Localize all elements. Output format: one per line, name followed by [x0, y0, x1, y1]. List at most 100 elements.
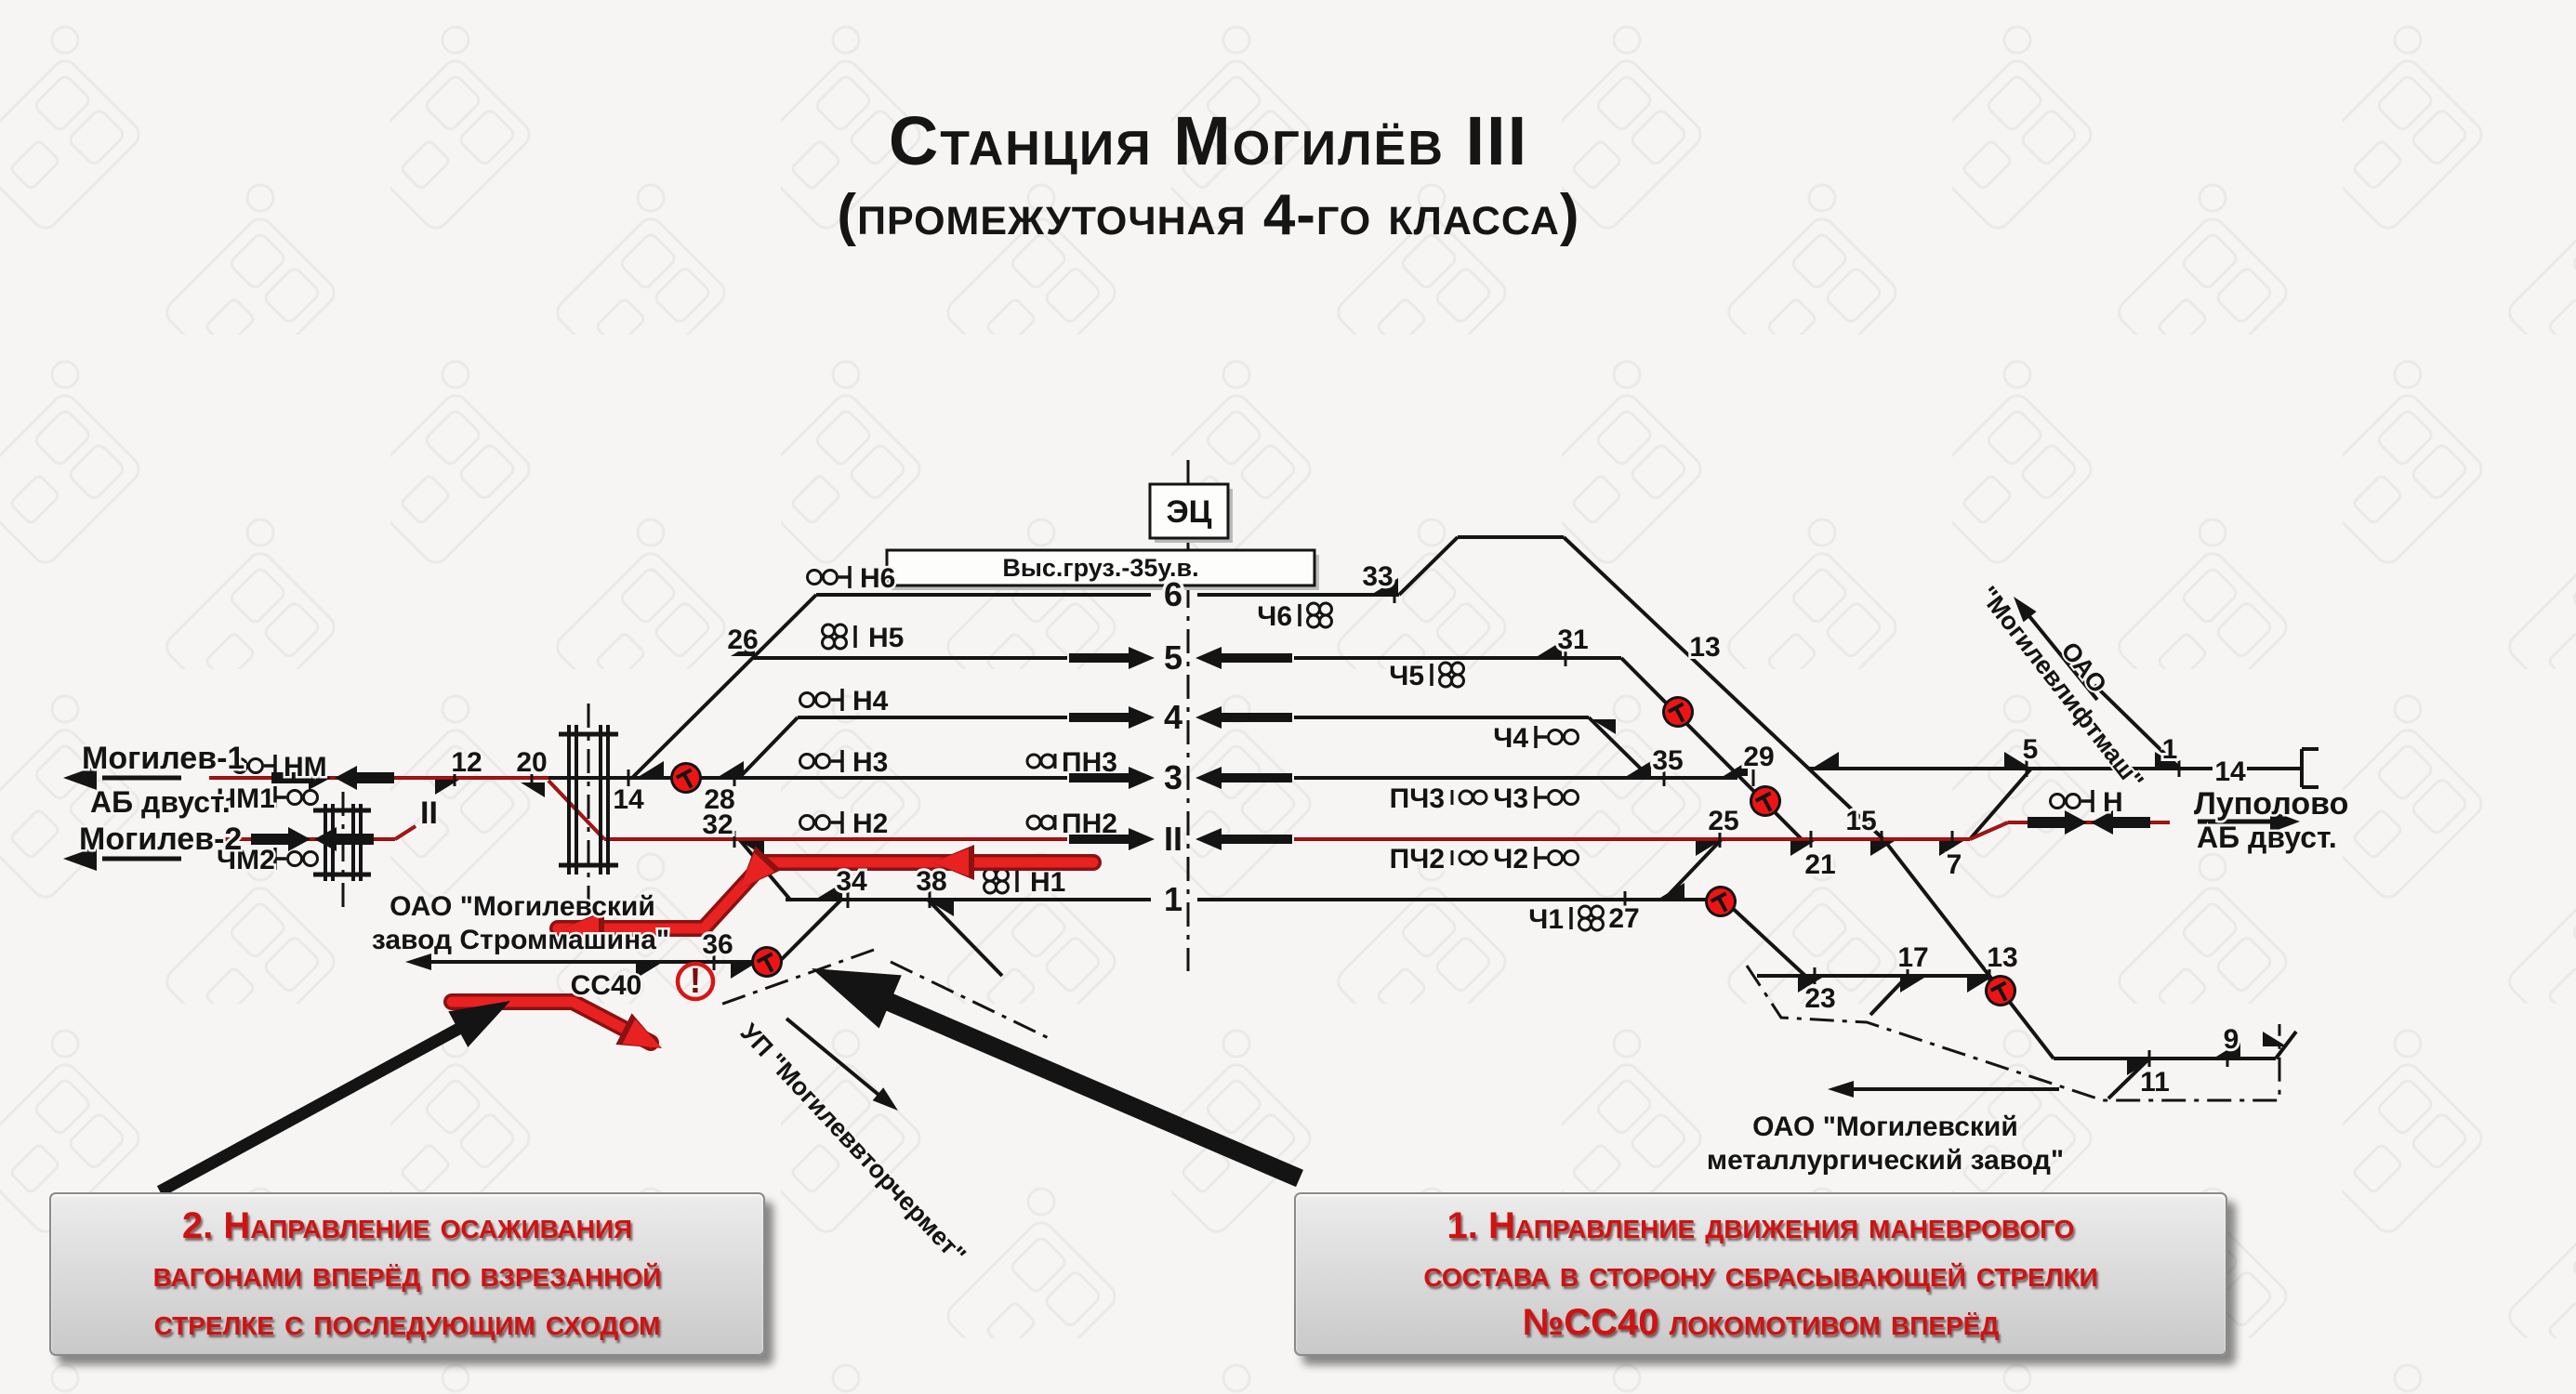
switch-point-triangle: [731, 964, 755, 979]
ec-box: [1148, 482, 1230, 540]
callout1-pointer-head: [812, 968, 902, 1029]
callout1-line2: состава в сторону сбрасывающей стрелки: [1423, 1254, 2098, 1295]
entry-mogilev1-arrow-right: [309, 766, 331, 790]
signal-Н2-label: Н2: [852, 809, 888, 839]
arrow-vtorchermet-head: [872, 1087, 898, 1111]
label-ii: II: [420, 796, 438, 831]
red-ii-kink: [1969, 821, 2009, 841]
signal-Ч4-label: Ч4: [1493, 723, 1528, 754]
boundary-right: [1745, 965, 2281, 1102]
signal-Ч6-lens: [1306, 613, 1321, 629]
callout2-pointer-head: [448, 1001, 510, 1047]
switch-label-32: 32: [702, 809, 733, 840]
insulator-t-stem: [762, 956, 774, 973]
switch-label-34: 34: [836, 866, 867, 897]
entry-mogilev2-bar: [335, 834, 374, 845]
callout1-pointer: [838, 972, 1303, 1188]
track-4-arrow-east: [1220, 713, 1292, 722]
switch-point-triangle: [1660, 883, 1684, 898]
route-1-manevrovyi-head: [622, 1019, 662, 1048]
route-2-osazhivanie-head: [561, 914, 599, 942]
track-5-arrow-west-head: [1129, 647, 1155, 669]
arrow-strommash-head: [405, 953, 431, 970]
signal-Ч4-lens: [1563, 729, 1579, 745]
track-number-1: 1: [1164, 880, 1182, 918]
entry-mogilev1-bar: [355, 772, 394, 783]
diag-track1-23: [1725, 901, 1807, 978]
signal-Н5-lens: [833, 635, 848, 651]
switch-point-triangle: [1967, 978, 1991, 993]
track-number-6: 6: [1164, 575, 1182, 613]
signal-ПН2-lens: [1039, 814, 1056, 831]
switch-point-triangle: [521, 782, 545, 797]
track-4-arrow-west: [1069, 713, 1130, 722]
platform-box: [885, 548, 1316, 587]
track-II-arrow-west-head: [1129, 828, 1155, 850]
diag-38-up: [926, 898, 1004, 978]
signal-ЧМ1-label: ЧМ1: [217, 783, 275, 814]
signal-ПЧ3-lens: [1472, 789, 1488, 806]
diag-28-4: [737, 716, 799, 780]
signal-Н-lens: [2065, 793, 2081, 809]
diag-main-13: [1562, 535, 1885, 841]
diag-35: [1587, 716, 1652, 780]
arrow-mogilev1-head: [63, 766, 97, 790]
signal-Ч5-lens: [1438, 673, 1453, 689]
track-4-arrow-east-head: [1196, 706, 1222, 729]
signal-Н1-lens: [983, 879, 997, 895]
signal-Ч5-label: Ч5: [1389, 661, 1424, 691]
signal-Ч4-lens: [1547, 729, 1564, 745]
switch-label-13: 13: [1987, 942, 2017, 973]
insulator-marker: [751, 946, 783, 978]
insulator-t-top: [1989, 980, 2007, 993]
callout1-line3: №СС40 локомотивом вперёд: [1522, 1302, 2000, 1343]
route-2-osazhivanie-head: [739, 852, 775, 889]
insulator-t-stem: [1716, 896, 1728, 913]
switch-label-36: 36: [702, 929, 733, 960]
label-луполово: Луполово: [2194, 786, 2348, 822]
switch-point-triangle: [1870, 841, 1895, 856]
track-number-II: II: [1164, 820, 1182, 858]
signal-Н6-lens: [806, 569, 823, 585]
signal-Ч5-lens: [1450, 673, 1465, 689]
signal-Ч3-lens: [1547, 789, 1564, 806]
switch-label-28: 28: [704, 784, 734, 815]
switch-point-triangle: [1724, 761, 1748, 776]
signal-Ч1-lens: [1578, 916, 1592, 932]
insulator-marker: [1985, 975, 2016, 1006]
signal-ЧМ1-lens: [286, 789, 303, 806]
loop-up: [1397, 535, 1460, 597]
signal-Ч1-lens: [1578, 904, 1592, 920]
switch-point-triangle: [2263, 1032, 2287, 1046]
signal-Н5-lens: [821, 623, 836, 638]
signal-НМ-lens: [247, 757, 264, 774]
entry-mogilev2-arrow-left: [314, 827, 337, 851]
switch-point-triangle: [930, 901, 954, 916]
switch-label-31: 31: [1557, 625, 1588, 655]
signal-НМ-label: НМ: [284, 752, 327, 782]
signal-Н5-lens: [833, 623, 848, 638]
switch-label-7: 7: [1947, 849, 1962, 880]
callout2-line1: 2. Направление осаживания: [181, 1205, 633, 1246]
switch-label-11: 11: [2140, 1067, 2170, 1098]
switch-point-triangle: [1939, 841, 1963, 856]
insulator-t-top: [1754, 791, 1772, 803]
signal-Ч1-label: Ч1: [1528, 904, 1564, 935]
track-II-arrow-east: [1220, 835, 1292, 844]
switch-label-29: 29: [1743, 742, 1774, 772]
route-2-osazhivanie: [552, 857, 1099, 934]
switch-label-20: 20: [516, 747, 547, 778]
boundary-36-left: [717, 948, 875, 1007]
switch-label-25: 25: [1708, 806, 1738, 836]
switch-label-27: 27: [1608, 903, 1639, 934]
signal-Ч6-lens: [1318, 613, 1333, 629]
track-3-arrow-west-head: [1129, 767, 1155, 789]
switch-label-38: 38: [916, 866, 946, 897]
label-оаомогилевский: ОАО "Могилевский: [1752, 1111, 2018, 1142]
signal-ПН3-lens: [1025, 753, 1042, 769]
track-3-arrow-west: [1069, 773, 1130, 782]
signal-Ч1-lens: [1590, 916, 1605, 932]
entry-mogilev2-arrow-right: [288, 827, 310, 851]
